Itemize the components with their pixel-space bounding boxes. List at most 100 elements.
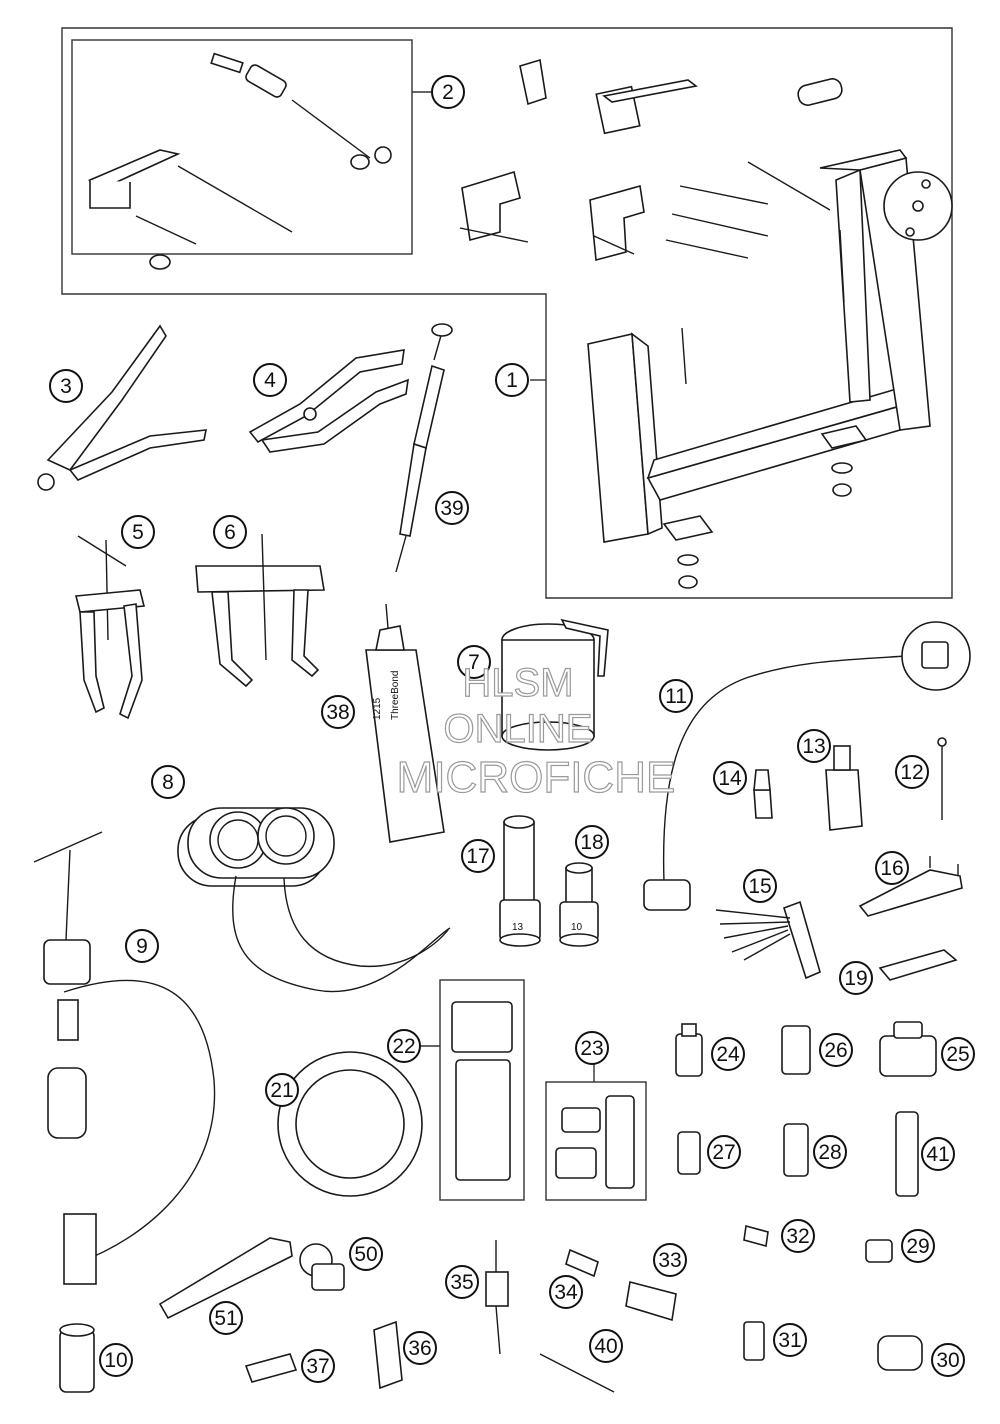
callout-50: 50: [349, 1237, 383, 1271]
callout-circle-29: [901, 1229, 935, 1263]
callout-label-3: 3: [60, 375, 72, 398]
callout-circle-21: [265, 1073, 299, 1107]
callout-label-11: 11: [665, 685, 687, 708]
callout-circle-15: [743, 869, 777, 903]
callout-label-36: 36: [408, 1337, 431, 1360]
callout-label-13: 13: [802, 735, 825, 758]
syringe-39: [395, 323, 453, 573]
callout-32: 32: [781, 1219, 815, 1253]
callout-4: 4: [253, 363, 287, 397]
feeler-gauge-15: [715, 900, 821, 980]
callout-27: 27: [707, 1135, 741, 1169]
callout-41: 41: [921, 1137, 955, 1171]
callout-label-14: 14: [718, 767, 742, 790]
callout-label-33: 33: [658, 1249, 681, 1272]
callout-13: 13: [797, 729, 831, 763]
callout-label-21: 21: [270, 1079, 293, 1102]
callout-circle-35: [445, 1265, 479, 1299]
callout-circle-51: [209, 1301, 243, 1335]
callout-circle-28: [813, 1135, 847, 1169]
pliers-4: [248, 349, 409, 453]
callout-label-25: 25: [946, 1043, 969, 1066]
callout-circle-1: [495, 363, 529, 397]
plate-37: [244, 1353, 298, 1383]
drift-34: [565, 1248, 599, 1278]
assembly-2-parts: [87, 52, 392, 270]
tool-23: [555, 1095, 635, 1189]
callout-label-7: 7: [468, 651, 480, 674]
callout-circle-32: [781, 1219, 815, 1253]
callout-51: 51: [209, 1301, 243, 1335]
callout-label-38: 38: [326, 701, 349, 724]
callout-label-18: 18: [580, 831, 603, 854]
callout-label-41: 41: [926, 1143, 949, 1166]
compressor-9: [33, 831, 216, 1285]
puller-6: [195, 533, 325, 688]
drift-26: [781, 1025, 811, 1075]
callout-label-1: 1: [506, 369, 518, 392]
callout-label-26: 26: [824, 1039, 847, 1062]
drift-31: [743, 1321, 765, 1361]
callout-label-32: 32: [786, 1225, 809, 1248]
callout-12: 12: [895, 755, 929, 789]
callout-36: 36: [403, 1331, 437, 1365]
callout-7: 7: [457, 645, 491, 679]
socket-17: 13: [499, 815, 541, 947]
callout-31: 31: [773, 1323, 807, 1357]
callout-label-16: 16: [880, 857, 903, 880]
callout-label-9: 9: [136, 935, 148, 958]
callout-circle-36: [403, 1331, 437, 1365]
callout-label-28: 28: [818, 1141, 841, 1164]
ring-compressor-7: [501, 618, 609, 751]
spring-40: [539, 1353, 615, 1393]
callout-25: 25: [941, 1037, 975, 1071]
callout-circle-27: [707, 1135, 741, 1169]
callout-35: 35: [445, 1265, 479, 1299]
callout-21: 21: [265, 1073, 299, 1107]
callout-19: 19: [839, 961, 873, 995]
callout-label-15: 15: [748, 875, 771, 898]
assembly-2-frame: [71, 39, 413, 255]
callout-circle-6: [213, 515, 247, 549]
callout-label-27: 27: [712, 1141, 735, 1164]
tool-35: [485, 1240, 509, 1355]
drift-32: [743, 1224, 769, 1248]
callout-39: 39: [435, 491, 469, 525]
callout-15: 15: [743, 869, 777, 903]
callout-label-31: 31: [778, 1329, 801, 1352]
gauge-8: [177, 807, 451, 993]
callout-11: 11: [659, 679, 693, 713]
callout-circle-22: [387, 1029, 421, 1063]
callout-23: 23: [575, 1031, 609, 1065]
callout-1: 1: [495, 363, 529, 397]
tube-38-brand: ThreeBond: [390, 671, 401, 720]
drift-27: [677, 1131, 701, 1175]
callout-circle-23: [575, 1031, 609, 1065]
callout-circle-14: [713, 761, 747, 795]
dial-gauge-11: [643, 621, 971, 911]
drift-29: [865, 1239, 893, 1263]
callout-circle-19: [839, 961, 873, 995]
callout-3: 3: [49, 369, 83, 403]
callout-38: 38: [321, 695, 355, 729]
callout-circle-8: [151, 765, 185, 799]
watermark-line-3: MICROFICHE: [397, 753, 676, 802]
callout-circle-30: [931, 1343, 965, 1377]
bolt-33: [625, 1281, 677, 1322]
socket-18: 10: [559, 862, 599, 947]
callout-circle-9: [125, 929, 159, 963]
callout-label-5: 5: [132, 521, 144, 544]
tube-38: ThreeBond 1215: [365, 603, 445, 843]
callout-label-22: 22: [392, 1035, 415, 1058]
spanner-16: [858, 856, 963, 917]
puller-5: [74, 535, 146, 720]
adapter-50: [299, 1243, 345, 1291]
spanner-51: [158, 1237, 293, 1320]
drift-24: [675, 1023, 703, 1077]
callout-circle-2: [431, 75, 465, 109]
callout-9: 9: [125, 929, 159, 963]
callout-6: 6: [213, 515, 247, 549]
callout-circle-50: [349, 1237, 383, 1271]
